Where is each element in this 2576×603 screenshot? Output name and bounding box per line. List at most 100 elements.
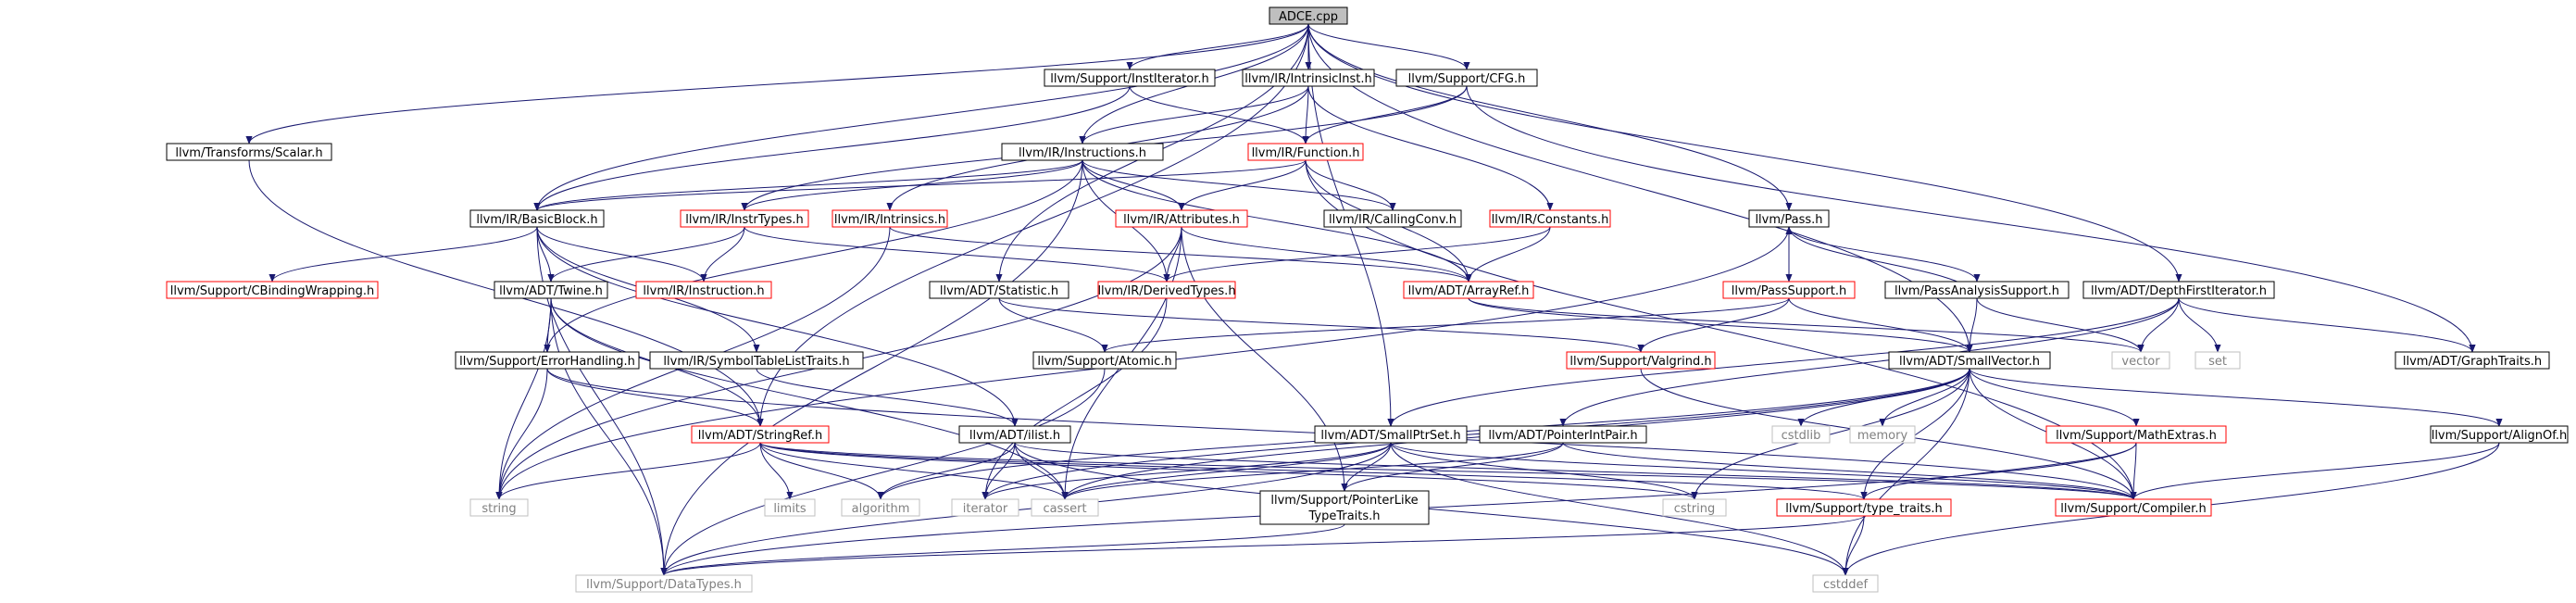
node-box-memory: [1849, 425, 1916, 444]
node-institerator[interactable]: llvm/Support/InstIterator.h: [1044, 69, 1216, 87]
node-box-cfg: [1395, 69, 1538, 87]
edge-smallvector-to-memory: [1879, 368, 1970, 427]
node-label-limits: limits: [773, 502, 807, 516]
node-typetraits[interactable]: llvm/Support/type_traits.h: [1776, 498, 1952, 517]
edge-passsupport-to-atomic: [1101, 297, 1790, 353]
node-constants[interactable]: llvm/IR/Constants.h: [1489, 209, 1611, 228]
node-twine[interactable]: llvm/ADT/Twine.h: [494, 281, 608, 299]
edge-smallvector-to-cstring: [1691, 368, 1970, 500]
edge-smallvector-to-alignof: [1969, 368, 2503, 427]
edge-smallvector-to-iterator: [982, 368, 1970, 500]
node-intrinsicinst[interactable]: llvm/IR/IntrinsicInst.h: [1242, 69, 1375, 87]
node-box-cstdlib: [1771, 425, 1831, 444]
node-function[interactable]: llvm/IR/Function.h: [1247, 143, 1364, 161]
edge-smallptrset-to-iterator: [982, 442, 1392, 500]
node-label-adce: ADCE.cpp: [1279, 10, 1338, 24]
node-dfiterator[interactable]: llvm/ADT/DepthFirstIterator.h: [2082, 281, 2275, 299]
node-box-passanalysis: [1884, 281, 2070, 299]
node-attributes[interactable]: llvm/IR/Attributes.h: [1115, 209, 1248, 228]
node-box-typetraits: [1776, 498, 1952, 517]
node-box-adce: [1269, 6, 1348, 25]
node-label-arrayref: llvm/ADT/ArrayRef.h: [1408, 284, 1530, 298]
node-cstddef[interactable]: cstddef: [1812, 574, 1879, 593]
node-box-cstring: [1662, 498, 1727, 517]
node-label-passsupport: llvm/PassSupport.h: [1732, 284, 1847, 298]
node-instruction[interactable]: llvm/IR/Instruction.h: [635, 281, 772, 299]
node-smallvector[interactable]: llvm/ADT/SmallVector.h: [1888, 351, 2051, 370]
node-ilist[interactable]: llvm/ADT/ilist.h: [958, 425, 1071, 444]
node-stringref[interactable]: llvm/ADT/StringRef.h: [691, 425, 830, 444]
node-scalar[interactable]: llvm/Transforms/Scalar.h: [166, 143, 332, 161]
edge-atomic-to-datatypes: [660, 368, 1106, 576]
node-set[interactable]: set: [2195, 351, 2241, 370]
node-algorithm[interactable]: algorithm: [841, 498, 920, 517]
node-atomic[interactable]: llvm/Support/Atomic.h: [1032, 351, 1177, 370]
edge-typetraits-to-cstddef: [1842, 515, 1865, 576]
node-box-stringref: [691, 425, 830, 444]
node-derivedtypes[interactable]: llvm/IR/DerivedTypes.h: [1097, 281, 1236, 299]
node-box-statistic: [929, 281, 1069, 299]
node-cfg[interactable]: llvm/Support/CFG.h: [1395, 69, 1538, 87]
node-cstdlib[interactable]: cstdlib: [1771, 425, 1831, 444]
edge-symtablelist-to-ilist: [756, 368, 1019, 427]
node-label-datatypes: llvm/Support/DataTypes.h: [586, 578, 742, 592]
node-instructions[interactable]: llvm/IR/Instructions.h: [1001, 143, 1164, 161]
node-box-smallvector: [1888, 351, 2051, 370]
node-arrayref[interactable]: llvm/ADT/ArrayRef.h: [1403, 281, 1534, 299]
node-box-string: [469, 498, 529, 517]
edge-constants-to-derivedtypes: [1163, 226, 1551, 283]
node-label-instrtypes: llvm/IR/InstrTypes.h: [685, 213, 804, 227]
node-intrinsics[interactable]: llvm/IR/Intrinsics.h: [832, 209, 948, 228]
node-iterator[interactable]: iterator: [951, 498, 1019, 517]
node-valgrind[interactable]: llvm/Support/Valgrind.h: [1566, 351, 1716, 370]
node-basicblock[interactable]: llvm/IR/BasicBlock.h: [469, 209, 605, 228]
node-pass[interactable]: llvm/Pass.h: [1748, 209, 1830, 228]
node-vector[interactable]: vector: [2111, 351, 2170, 370]
edge-adce-to-pass: [1307, 23, 1793, 211]
edge-intrinsicinst-to-constants: [1307, 85, 1554, 211]
edge-pointerintpair-to-compiler: [1562, 442, 2137, 500]
node-memory[interactable]: memory: [1849, 425, 1916, 444]
node-box-vector: [2111, 351, 2170, 370]
node-alignof[interactable]: llvm/Support/AlignOf.h: [2430, 425, 2569, 444]
edge-pass-to-passanalysis: [1788, 226, 1981, 283]
node-mathextras[interactable]: llvm/Support/MathExtras.h: [2045, 425, 2227, 444]
node-box-limits: [764, 498, 816, 517]
node-label-cstdlib: cstdlib: [1782, 429, 1821, 443]
edge-basicblock-to-instruction: [536, 226, 707, 283]
node-label-ptrliketypetraits-line2: TypeTraits.h: [1307, 509, 1380, 523]
node-errorhandling[interactable]: llvm/Support/ErrorHandling.h: [455, 351, 640, 370]
node-datatypes[interactable]: llvm/Support/DataTypes.h: [575, 574, 753, 593]
edge-ilist-to-iterator: [982, 442, 1016, 500]
node-adce[interactable]: ADCE.cpp: [1269, 6, 1348, 25]
node-graphtraits[interactable]: llvm/ADT/GraphTraits.h: [2395, 351, 2550, 370]
node-box-errorhandling: [455, 351, 640, 370]
edge-smallptrset-to-cstddef: [1390, 442, 1849, 576]
node-label-typetraits: llvm/Support/type_traits.h: [1785, 502, 1943, 516]
node-pointerintpair[interactable]: llvm/ADT/PointerIntPair.h: [1479, 425, 1647, 444]
node-cbinding[interactable]: llvm/Support/CBindingWrapping.h: [166, 281, 379, 299]
node-label-ilist: llvm/ADT/ilist.h: [969, 429, 1060, 443]
node-cassert[interactable]: cassert: [1031, 498, 1099, 517]
node-box-instruction: [635, 281, 772, 299]
edge-pointerintpair-to-cassert: [1061, 442, 1564, 500]
node-symtablelist[interactable]: llvm/IR/SymbolTableListTraits.h: [649, 351, 864, 370]
node-passanalysis[interactable]: llvm/PassAnalysisSupport.h: [1884, 281, 2070, 299]
node-string[interactable]: string: [469, 498, 529, 517]
node-cstring[interactable]: cstring: [1662, 498, 1727, 517]
node-limits[interactable]: limits: [764, 498, 816, 517]
node-label-function: llvm/IR/Function.h: [1252, 146, 1360, 160]
node-statistic[interactable]: llvm/ADT/Statistic.h: [929, 281, 1069, 299]
node-compiler[interactable]: llvm/Support/Compiler.h: [2055, 498, 2212, 517]
edge-adce-to-cfg: [1307, 23, 1470, 70]
node-instrtypes[interactable]: llvm/IR/InstrTypes.h: [680, 209, 809, 228]
edge-mathextras-to-typetraits: [1860, 442, 2137, 500]
node-smallptrset[interactable]: llvm/ADT/SmallPtrSet.h: [1314, 425, 1468, 444]
node-passsupport[interactable]: llvm/PassSupport.h: [1722, 281, 1856, 299]
node-callingconv[interactable]: llvm/IR/CallingConv.h: [1323, 209, 1462, 228]
edge-instructions-to-errorhandling: [544, 159, 1083, 353]
node-box-algorithm: [841, 498, 920, 517]
node-box-callingconv: [1323, 209, 1462, 228]
edge-smallvector-to-cstddef: [1842, 368, 1970, 576]
